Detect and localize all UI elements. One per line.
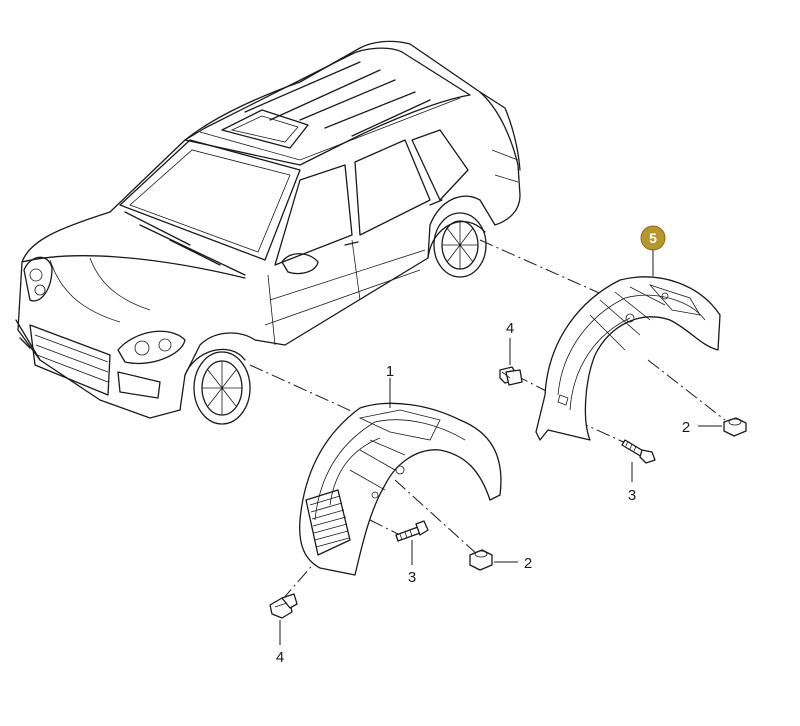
callout-4-rear: 4 xyxy=(506,320,514,337)
nut-rear xyxy=(723,417,747,437)
screw-front xyxy=(395,520,429,542)
leader-lines xyxy=(279,250,722,645)
callout-1: 1 xyxy=(386,363,394,380)
callout-labels: 1 2 2 3 3 4 4 xyxy=(276,320,690,666)
clip-front xyxy=(269,593,298,619)
clip-rear xyxy=(499,366,523,386)
highlight-badge[interactable]: 5 xyxy=(640,225,666,251)
front-wheel-liner xyxy=(299,402,502,576)
vehicle-illustration xyxy=(15,40,521,425)
nut-front xyxy=(469,549,493,571)
rear-wheel-liner xyxy=(535,276,721,441)
callout-3-rear: 3 xyxy=(628,487,636,504)
screw-rear xyxy=(621,439,656,464)
callout-2-front: 2 xyxy=(524,555,532,572)
callout-2-rear: 2 xyxy=(682,419,690,436)
callout-4-front: 4 xyxy=(276,649,284,666)
callout-3-front: 3 xyxy=(408,569,416,586)
callout-5[interactable]: 5 xyxy=(649,230,657,246)
badge-circle[interactable] xyxy=(640,225,666,251)
